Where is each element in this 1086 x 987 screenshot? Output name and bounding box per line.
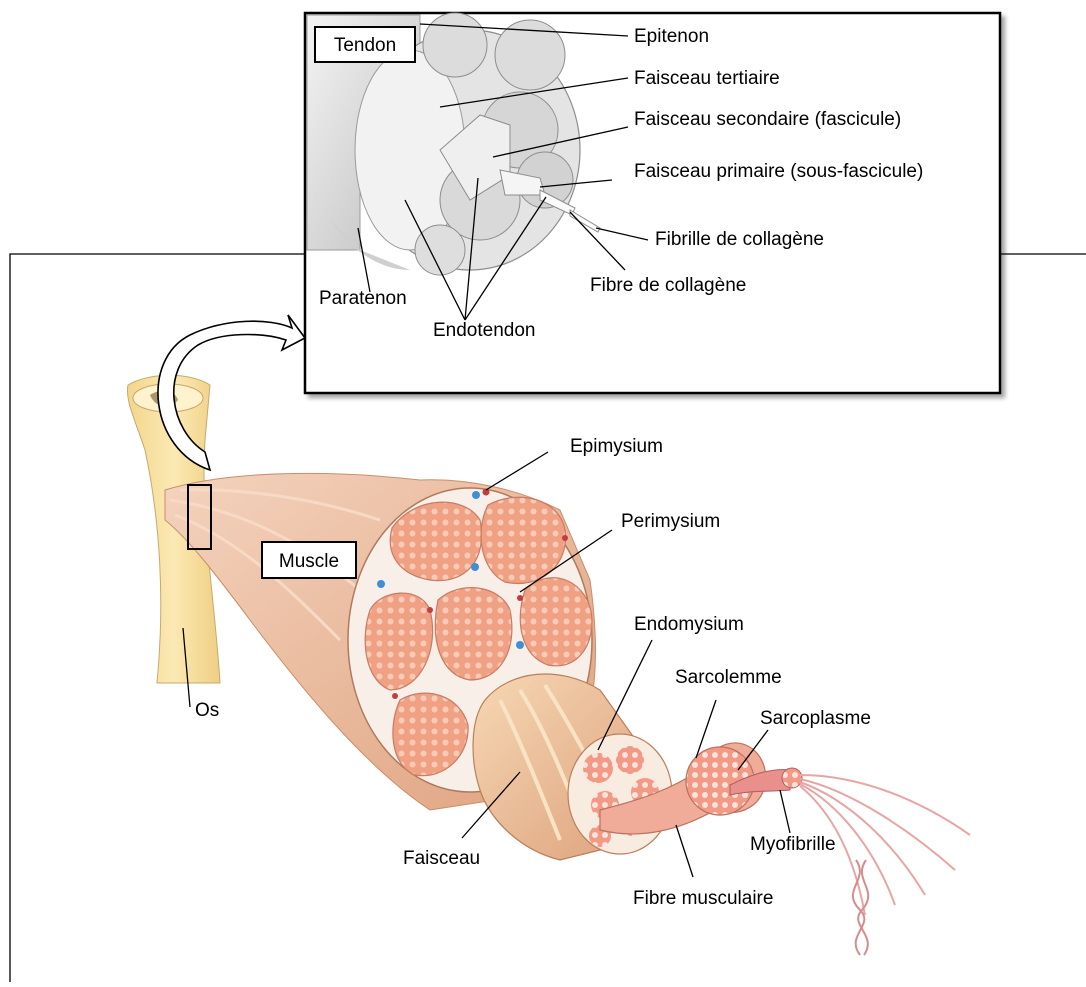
label-fibrille-collagene: Fibrille de collagène: [655, 229, 824, 250]
label-faisceau: Faisceau: [403, 848, 480, 869]
label-endomysium: Endomysium: [634, 614, 744, 635]
label-myofibrille: Myofibrille: [750, 834, 836, 855]
label-perimysium: Perimysium: [621, 511, 720, 532]
muscle-title: Muscle: [279, 551, 339, 572]
label-os: Os: [195, 700, 219, 721]
myofibril: [730, 768, 970, 955]
label-faisceau-primaire: Faisceau primaire (sous-fascicule): [634, 161, 923, 182]
label-fibre-musculaire: Fibre musculaire: [633, 888, 773, 909]
label-epimysium: Epimysium: [570, 436, 663, 457]
label-epitenon: Epitenon: [634, 26, 709, 47]
label-faisceau-tertiaire: Faisceau tertiaire: [634, 68, 780, 89]
tendon-title: Tendon: [334, 35, 396, 56]
label-sarcolemme: Sarcolemme: [675, 667, 782, 688]
label-paratenon: Paratenon: [319, 288, 407, 309]
label-faisceau-secondaire: Faisceau secondaire (fascicule): [634, 109, 901, 130]
label-sarcoplasme: Sarcoplasme: [760, 708, 871, 729]
label-endotendon: Endotendon: [433, 320, 536, 341]
label-fibre-collagene: Fibre de collagène: [590, 275, 746, 296]
